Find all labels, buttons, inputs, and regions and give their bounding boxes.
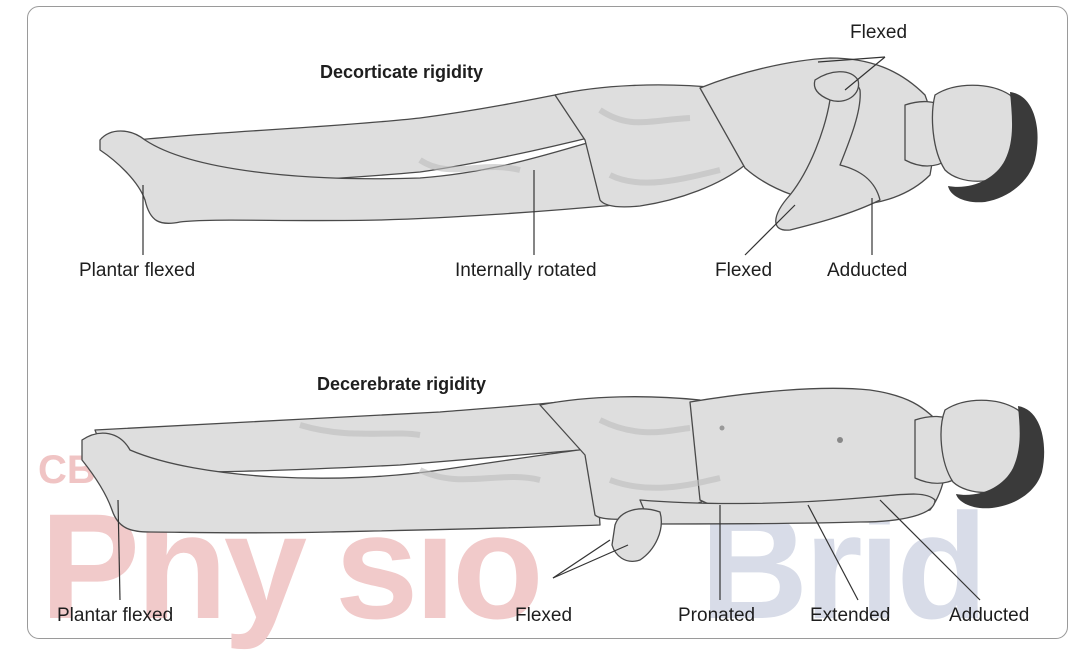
decerebrate-label-plantar: Plantar flexed bbox=[57, 605, 173, 627]
decerebrate-hand bbox=[612, 509, 661, 561]
decerebrate-label-pronated: Pronated bbox=[678, 605, 755, 627]
decerebrate-label-flexed: Flexed bbox=[515, 605, 572, 627]
decerebrate-figure bbox=[82, 388, 1029, 561]
decerebrate-label-extended: Extended bbox=[810, 605, 890, 627]
decerebrate-label-adducted: Adducted bbox=[949, 605, 1029, 627]
decorticate-label-adducted: Adducted bbox=[827, 260, 907, 282]
decorticate-title: Decorticate rigidity bbox=[320, 62, 483, 83]
decorticate-label-flexed-elbow: Flexed bbox=[715, 260, 772, 282]
decorticate-figure bbox=[100, 58, 1021, 230]
decorticate-label-internal: Internally rotated bbox=[455, 260, 597, 282]
decorticate-label-plantar: Plantar flexed bbox=[79, 260, 195, 282]
decerebrate-title: Decerebrate rigidity bbox=[317, 374, 486, 395]
decorticate-label-flexed-top: Flexed bbox=[850, 22, 907, 44]
